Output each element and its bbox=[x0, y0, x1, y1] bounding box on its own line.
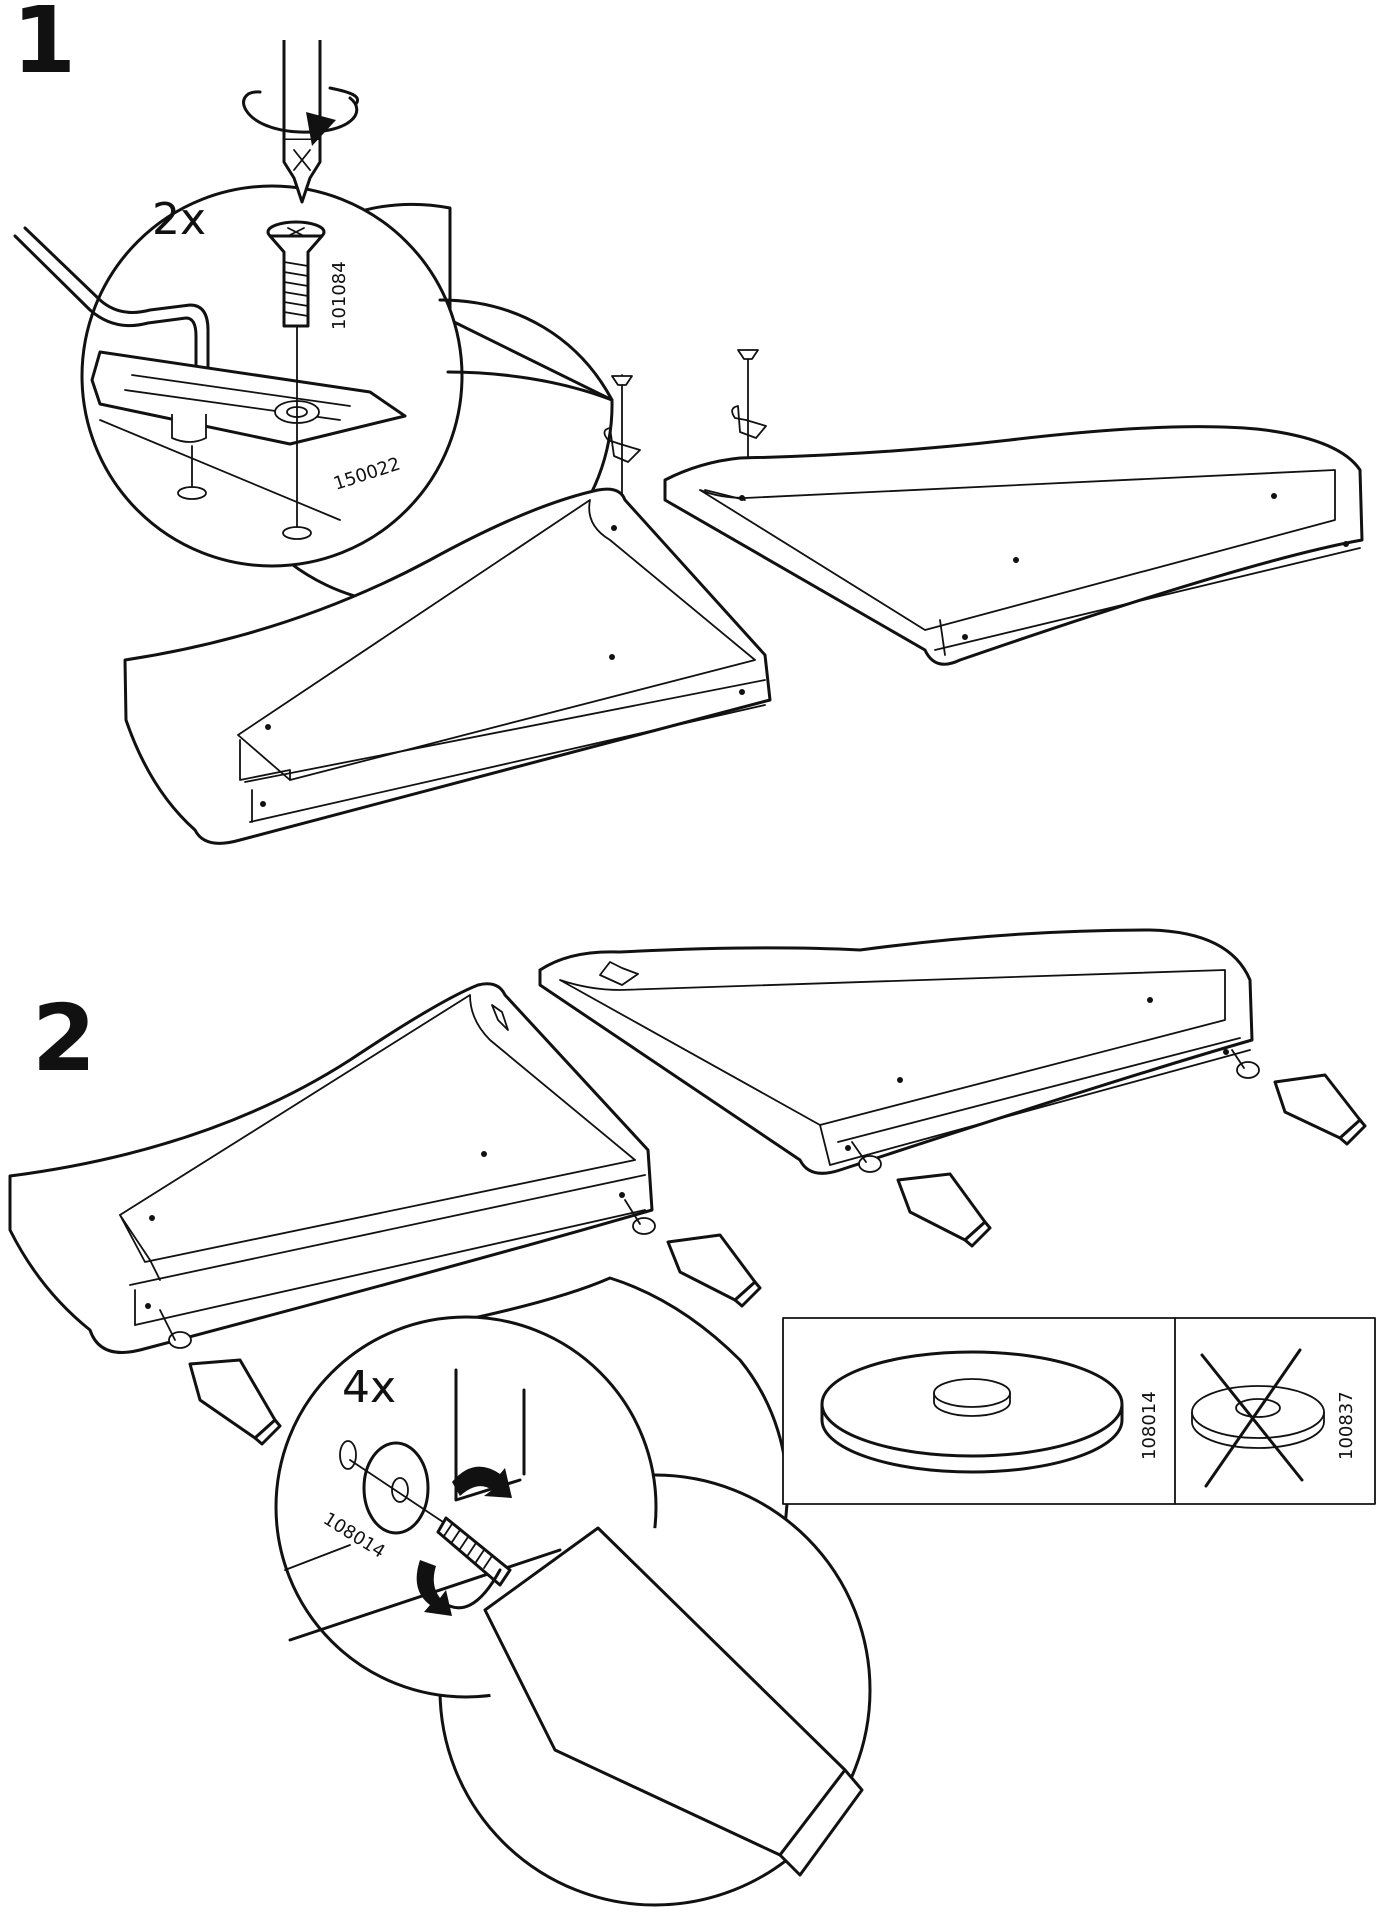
step2-multiplier: 4x bbox=[342, 1362, 396, 1413]
step2-cushion-right bbox=[540, 930, 1252, 1173]
part-108014-note-label: 108014 bbox=[1139, 1391, 1160, 1460]
leg-front-mid bbox=[625, 1200, 760, 1306]
part-100837-note-label: 100837 bbox=[1336, 1391, 1357, 1460]
step-2-number: 2 bbox=[32, 985, 96, 1092]
step1-multiplier: 2x bbox=[152, 194, 206, 245]
washer-correct bbox=[822, 1352, 1122, 1472]
leg-back-right bbox=[1232, 1050, 1365, 1144]
part-101084-label: 101084 bbox=[329, 261, 350, 330]
step-1-number: 1 bbox=[12, 0, 76, 94]
step2-detail-callout: 4x 108014 bbox=[276, 1278, 870, 1905]
washer-note-panel: 108014 100837 bbox=[783, 1318, 1375, 1504]
washer-incorrect bbox=[1192, 1386, 1324, 1448]
leg-back-mid bbox=[852, 1142, 990, 1246]
step1-cushion-right bbox=[665, 427, 1362, 665]
